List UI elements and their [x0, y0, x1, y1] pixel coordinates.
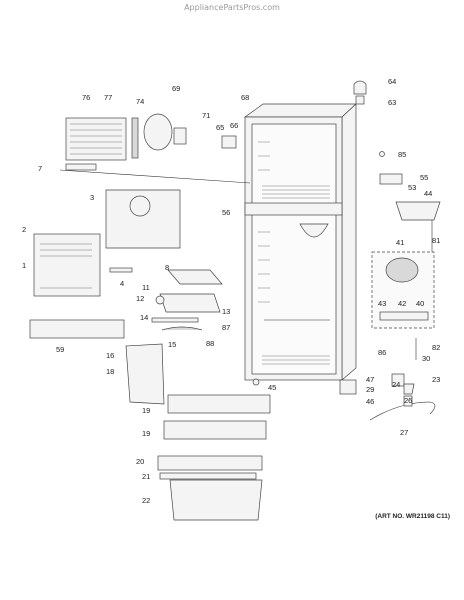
callout-19-upper: 19 [142, 406, 150, 415]
callout-44: 44 [424, 189, 432, 198]
callout-71: 71 [202, 111, 210, 120]
callout-15: 15 [168, 340, 176, 349]
cap [391, 373, 405, 387]
shelf-glass-upper [167, 394, 271, 414]
temperature-control-panel [159, 293, 221, 313]
refrigerator-cabinet [243, 103, 357, 381]
callout-7: 7 [38, 164, 42, 173]
callout-69: 69 [172, 84, 180, 93]
callout-45: 45 [268, 383, 276, 392]
hinge-center [379, 173, 403, 185]
callout-18: 18 [106, 367, 114, 376]
callout-87: 87 [222, 323, 230, 332]
callout-19-lower: 19 [142, 429, 150, 438]
thermostat-module [173, 127, 187, 145]
callout-47: 47 [366, 375, 374, 384]
damper [403, 383, 415, 395]
callout-8: 8 [165, 263, 169, 272]
callout-82: 82 [432, 343, 440, 352]
callout-59: 59 [56, 345, 64, 354]
callout-30: 30 [422, 354, 430, 363]
callout-1: 1 [22, 261, 26, 270]
defrost-heater [131, 117, 139, 159]
bracket [109, 267, 133, 273]
freezer-air-duct [33, 233, 101, 297]
callout-23: 23 [432, 375, 440, 384]
control-knob [155, 295, 165, 305]
callout-40: 40 [416, 299, 424, 308]
callout-42: 42 [398, 299, 406, 308]
screw [379, 151, 385, 157]
water-line [369, 401, 436, 421]
callout-22: 22 [142, 496, 150, 505]
fan-opening [129, 195, 151, 217]
hinge-bottom [339, 379, 357, 395]
callout-55: 55 [420, 173, 428, 182]
callout-81: 81 [432, 236, 440, 245]
callout-41: 41 [396, 238, 404, 247]
callout-65: 65 [216, 123, 224, 132]
shelf-glass-freezer [29, 319, 125, 339]
crisper-cover [157, 455, 263, 471]
callout-76: 76 [82, 93, 90, 102]
drain-trough [65, 163, 97, 171]
control-housing [167, 269, 223, 285]
callout-14: 14 [140, 313, 148, 322]
condenser-coil [65, 117, 127, 161]
fresh-food-duct [125, 343, 165, 405]
fan-motor-assembly [143, 113, 173, 151]
callout-12: 12 [136, 294, 144, 303]
callout-46: 46 [366, 397, 374, 406]
relay-overload [379, 311, 429, 321]
callout-24: 24 [392, 380, 400, 389]
callout-64: 64 [388, 77, 396, 86]
callout-85: 85 [398, 150, 406, 159]
callout-88: 88 [206, 339, 214, 348]
callout-20: 20 [136, 457, 144, 466]
callout-66: 66 [230, 121, 238, 130]
callout-2: 2 [22, 225, 26, 234]
evaporator-cover [105, 189, 181, 249]
callout-86: 86 [378, 348, 386, 357]
callout-13: 13 [222, 307, 230, 316]
hinge-cap [353, 80, 367, 95]
valve [403, 395, 413, 407]
crisper-drawer [169, 479, 263, 521]
tray-assembly [395, 201, 441, 221]
callout-74: 74 [136, 97, 144, 106]
callout-26: 26 [404, 396, 412, 405]
callout-77: 77 [104, 93, 112, 102]
callout-21: 21 [142, 472, 150, 481]
roller [252, 378, 260, 386]
art-number: (ART NO. WR21198 C11) [375, 513, 450, 520]
light-socket [221, 135, 237, 149]
callout-4: 4 [120, 279, 124, 288]
light-shield [151, 317, 199, 323]
callout-16: 16 [106, 351, 114, 360]
callout-68: 68 [241, 93, 249, 102]
callout-27: 27 [400, 428, 408, 437]
shelf-glass-lower [163, 420, 267, 440]
site-watermark: AppliancePartsPros.com [184, 3, 280, 12]
callout-11: 11 [142, 283, 150, 292]
hinge-top [355, 95, 365, 105]
leader-line-7 [59, 169, 251, 184]
light-cover [161, 326, 203, 331]
callout-43: 43 [378, 299, 386, 308]
callout-56: 56 [222, 208, 230, 217]
callout-29: 29 [366, 385, 374, 394]
callout-63: 63 [388, 98, 396, 107]
crisper-frame [159, 472, 257, 480]
callout-3: 3 [90, 193, 94, 202]
callout-53: 53 [408, 183, 416, 192]
compressor [385, 257, 419, 283]
